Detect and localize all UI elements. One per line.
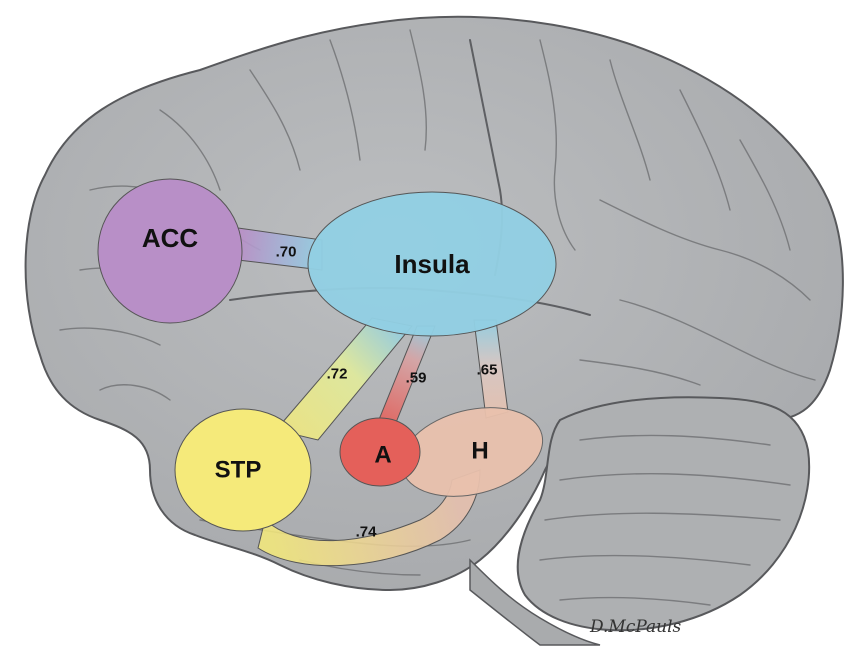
weight-insula-a: .59 <box>406 370 427 387</box>
weight-acc-insula: .70 <box>276 244 297 261</box>
weight-insula-stp: .72 <box>327 366 348 383</box>
stp-region <box>174 408 312 532</box>
weight-insula-h: .65 <box>477 362 498 379</box>
weight-labels: .70 .72 .59 .65 .74 <box>276 244 498 541</box>
weight-stp-h: .74 <box>356 524 378 541</box>
amygdala-region <box>339 417 421 487</box>
brain-regions <box>97 178 557 532</box>
insula-region <box>307 191 557 337</box>
brainstem-shape <box>469 558 601 646</box>
region-labels: ACC Insula STP A H <box>142 223 489 484</box>
insula-label: Insula <box>394 249 470 279</box>
amygdala-label: A <box>374 442 391 469</box>
hippocampus-label: H <box>471 438 488 465</box>
stp-label: STP <box>215 457 262 484</box>
acc-region <box>97 178 243 324</box>
artist-signature: D.McPauls <box>589 617 682 637</box>
acc-label: ACC <box>142 223 199 253</box>
